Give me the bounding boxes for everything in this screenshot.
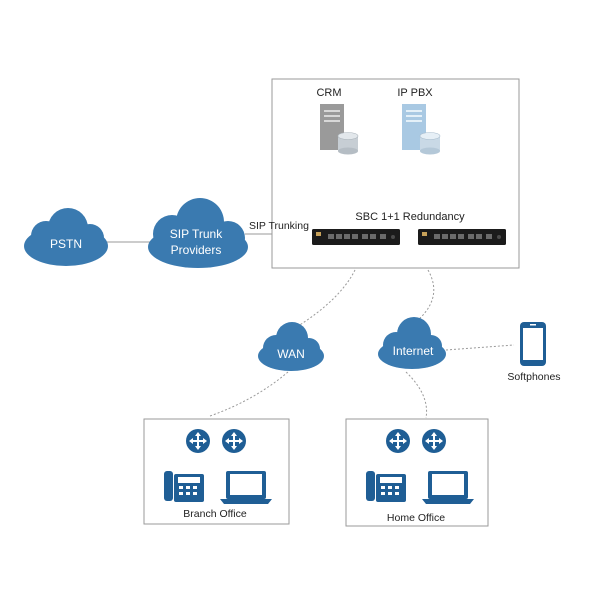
internet-to-softphone-link	[445, 344, 515, 351]
cloud-icon	[378, 317, 446, 369]
sbc-appliance-primary	[312, 229, 400, 245]
home-office: Home Office	[345, 418, 489, 527]
router-icon	[386, 429, 410, 453]
smartphone-icon	[520, 322, 546, 366]
sbc-redundancy-label: SBC 1+1 Redundancy	[355, 211, 465, 223]
desk-phone-icon	[164, 471, 204, 502]
internet-label: Internet	[393, 344, 434, 358]
sip-trunking-label: SIP Trunking	[249, 220, 309, 232]
database-icon	[419, 132, 441, 155]
sip-trunk-providers-cloud: SIP Trunk Providers	[148, 198, 248, 268]
router-icon	[222, 429, 246, 453]
crm-server: CRM	[316, 87, 359, 155]
sbc-appliance-icon	[418, 229, 506, 245]
softphones-label: Softphones	[507, 371, 560, 383]
providers-label: Providers	[171, 243, 222, 257]
internet-cloud: Internet	[378, 317, 446, 369]
branch-office-label: Branch Office	[183, 508, 247, 520]
router-icon	[186, 429, 210, 453]
cloud-icon	[148, 198, 248, 268]
sbc-appliance-secondary	[418, 229, 506, 245]
laptop-icon	[220, 471, 272, 504]
cloud-icon	[258, 322, 324, 371]
softphone-device: Softphones	[507, 322, 561, 383]
ip-pbx-server: IP PBX	[397, 87, 441, 155]
branch-office: Branch Office	[143, 418, 290, 525]
home-office-label: Home Office	[387, 512, 445, 524]
pstn-label: PSTN	[50, 237, 82, 251]
wan-to-branch-link	[209, 371, 289, 417]
desk-phone-icon	[366, 471, 406, 502]
database-icon	[337, 132, 359, 155]
ip-pbx-label: IP PBX	[397, 87, 433, 99]
wan-cloud: WAN	[258, 322, 324, 371]
crm-label: CRM	[316, 87, 341, 99]
sbc-to-internet-link	[411, 269, 435, 326]
pstn-cloud: PSTN	[24, 208, 108, 266]
router-icon	[422, 429, 446, 453]
laptop-icon	[422, 471, 474, 504]
sbc-to-wan-link	[294, 269, 356, 329]
sbc-appliance-icon	[312, 229, 400, 245]
internet-to-home-link	[405, 371, 428, 419]
wan-label: WAN	[277, 347, 305, 361]
sip-trunk-label: SIP Trunk	[170, 227, 223, 241]
cloud-icon	[24, 208, 108, 266]
